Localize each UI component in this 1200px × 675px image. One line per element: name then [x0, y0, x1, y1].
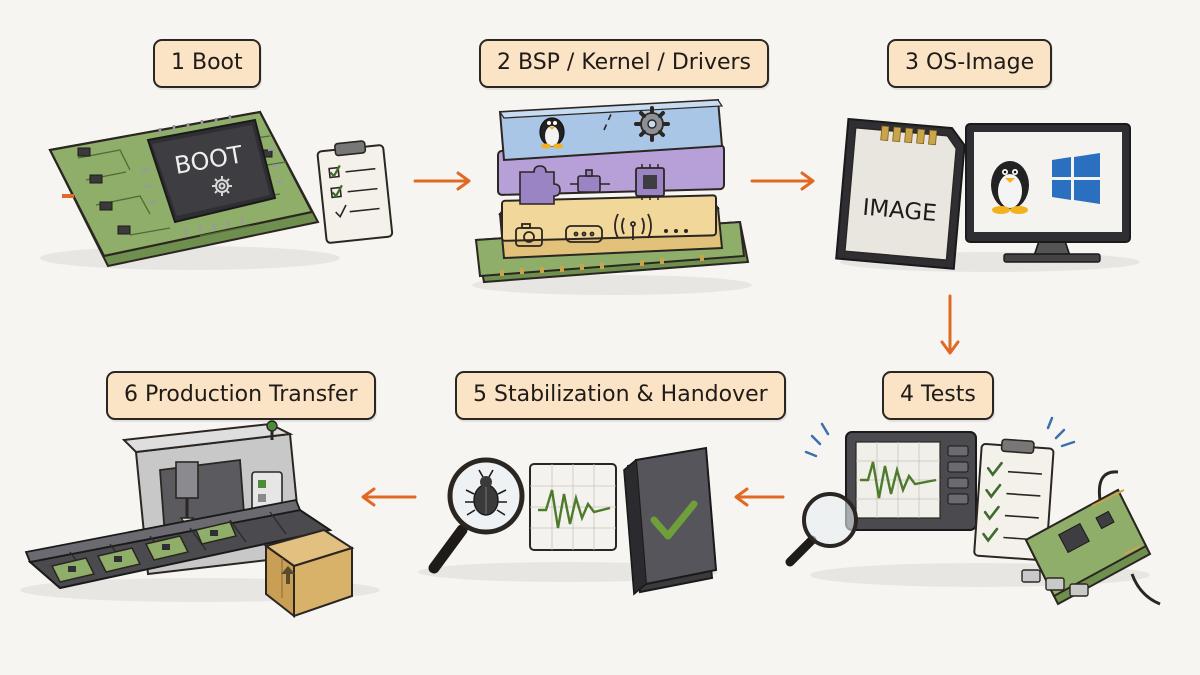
arrow-3-to-4: [940, 294, 960, 355]
hardware-layer: [498, 194, 724, 260]
step-2-label: 2 BSP / Kernel / Drivers: [479, 39, 769, 88]
production-illustration: [20, 420, 380, 619]
arrow-1-to-2: [413, 171, 471, 191]
puzzle-icon: [519, 165, 561, 205]
step-3-label: 3 OS-Image: [887, 39, 1053, 88]
checklist-clipboard: [316, 140, 394, 244]
linux-tux-icon: [539, 117, 565, 149]
stabilization-illustration: [418, 446, 718, 596]
gear-icon: [212, 176, 232, 196]
plug-connector-icon: [570, 169, 610, 193]
monitor: [965, 123, 1131, 263]
step-4-label: 4 Tests: [882, 371, 994, 420]
os-image-illustration: IMAGE: [835, 117, 1140, 272]
waveform-chart-card: [529, 463, 617, 551]
monitor-tux-icon: [991, 161, 1029, 214]
dev-board: [1021, 470, 1161, 606]
alert-burst-right: [1046, 416, 1076, 448]
arrow-2-to-3: [750, 171, 815, 191]
boot-chip: BOOT: [140, 115, 284, 235]
kernel-layer: [498, 98, 724, 162]
shipping-box-icon: [263, 528, 355, 619]
step-5-label: 5 Stabilization & Handover: [455, 371, 786, 420]
arrow-5-to-6: [361, 487, 417, 507]
oscilloscope-screen: [845, 431, 977, 531]
cpu-icon: [635, 164, 665, 200]
conveyor-belt: [24, 498, 333, 590]
test-checklist: [973, 438, 1055, 562]
more-dots-icon: [664, 229, 688, 233]
step-1-label: 1 Boot: [153, 39, 261, 88]
tests-illustration: [785, 416, 1161, 606]
boot-illustration: BOOT: [40, 110, 394, 270]
sd-card-label: IMAGE: [861, 195, 937, 227]
arrow-4-to-5: [734, 487, 785, 507]
antenna-icon: [614, 213, 652, 240]
connector-icon: [565, 225, 603, 243]
approved-binder: [623, 446, 718, 596]
alert-burst-left: [804, 422, 830, 458]
step-6-label: 6 Production Transfer: [106, 371, 376, 420]
bug-magnifier-icon: [428, 457, 525, 574]
status-light-icon: [266, 420, 278, 432]
settings-gear-icon: [634, 106, 670, 142]
bug-icon: [465, 469, 507, 516]
windows-logo-icon: [1052, 153, 1100, 204]
sd-card: IMAGE: [835, 117, 966, 270]
magnifier-icon: [785, 492, 858, 567]
checkmark-icon: [650, 500, 698, 540]
camera-icon: [515, 223, 543, 247]
bsp-stack-illustration: [472, 98, 752, 295]
